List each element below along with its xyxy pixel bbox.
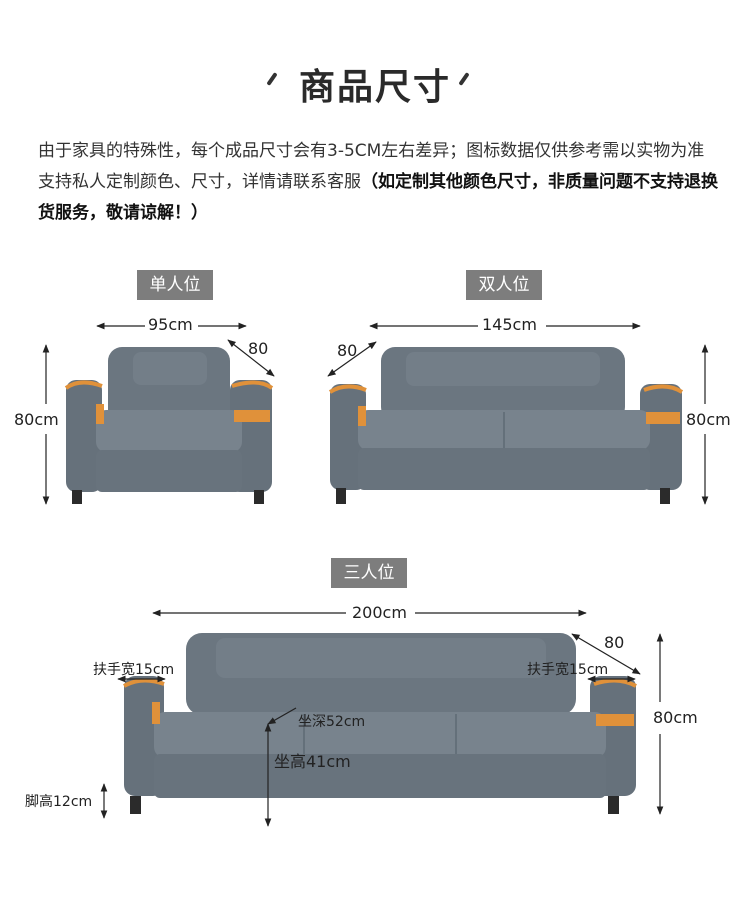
single-width-label: 95cm [148, 315, 193, 334]
single-seat-tag: 单人位 [137, 270, 213, 300]
triple-sofa [123, 633, 637, 814]
armrest-right-label: 扶手宽15cm [527, 662, 609, 678]
description-text: 由于家具的特殊性，每个成品尺寸会有3-5CM左右差异；图标数据仅供参考需以实物为… [38, 141, 705, 192]
page-title: 商品尺寸 [298, 67, 451, 108]
seat-height-label: 坐高41cm [274, 752, 351, 771]
triple-seat-tag: 三人位 [331, 558, 407, 588]
dimension-lines [42, 322, 709, 827]
single-depth-label: 80 [248, 339, 269, 358]
triple-width-label: 200cm [352, 603, 407, 622]
double-depth-label: 80 [337, 341, 358, 360]
description: 由于家具的特殊性，每个成品尺寸会有3-5CM左右差异；图标数据仅供参考需以实物为… [38, 136, 718, 229]
description-notice: （如定制其他颜色尺寸，非质量问题不支持退换货服务，敬请谅解！） [38, 172, 718, 223]
leg-height-label: 脚高12cm [25, 794, 93, 810]
double-seat-tag: 双人位 [466, 270, 542, 300]
armrest-left-label: 扶手宽15cm [93, 662, 175, 678]
double-sofa [328, 347, 684, 504]
seat-depth-label: 坐深52cm [298, 714, 366, 730]
triple-height-label: 80cm [653, 708, 698, 727]
triple-depth-label: 80 [604, 633, 625, 652]
single-height-label: 80cm [14, 410, 59, 429]
single-sofa [64, 347, 274, 504]
double-height-label: 80cm [686, 410, 731, 429]
double-width-label: 145cm [482, 315, 537, 334]
